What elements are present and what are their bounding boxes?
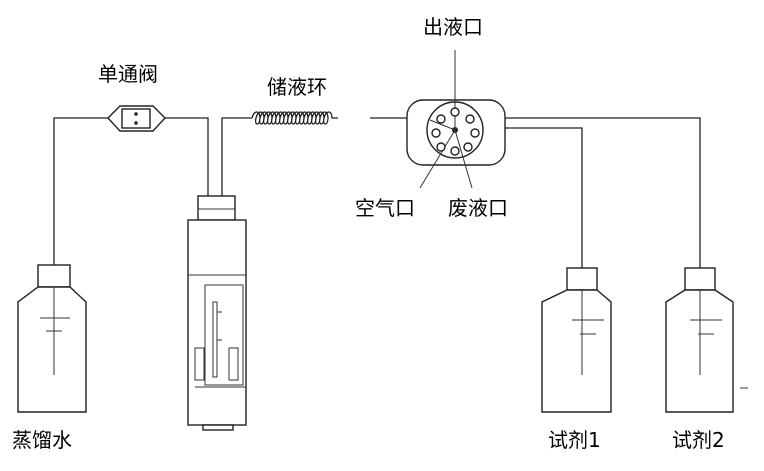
bottle-reagent-2 <box>665 267 748 413</box>
label-waste-port: 废液口 <box>448 196 508 220</box>
tube-valve-to-reagent1 <box>492 127 583 268</box>
rotary-valve <box>406 50 506 189</box>
tube-pump-to-coil <box>221 117 252 196</box>
label-distilled-water: 蒸馏水 <box>12 428 72 452</box>
holding-coil <box>251 111 338 125</box>
label-outlet-port: 出液口 <box>423 15 483 39</box>
bottle-distilled-water <box>17 264 87 413</box>
label-air-port: 空气口 <box>355 196 415 220</box>
tubing <box>53 117 701 268</box>
tube-valve-to-reagent2 <box>492 117 701 268</box>
label-holding-coil: 储液环 <box>267 75 327 99</box>
label-reagent-2: 试剂2 <box>672 428 725 452</box>
tube-water-to-valve <box>53 117 108 265</box>
tube-valve-to-pump <box>165 117 209 196</box>
syringe-pump <box>187 195 247 431</box>
check-valve <box>107 105 166 132</box>
label-check-valve: 单通阀 <box>98 62 158 86</box>
label-reagent-1: 试剂1 <box>548 428 601 452</box>
bottle-reagent-1 <box>541 267 612 413</box>
